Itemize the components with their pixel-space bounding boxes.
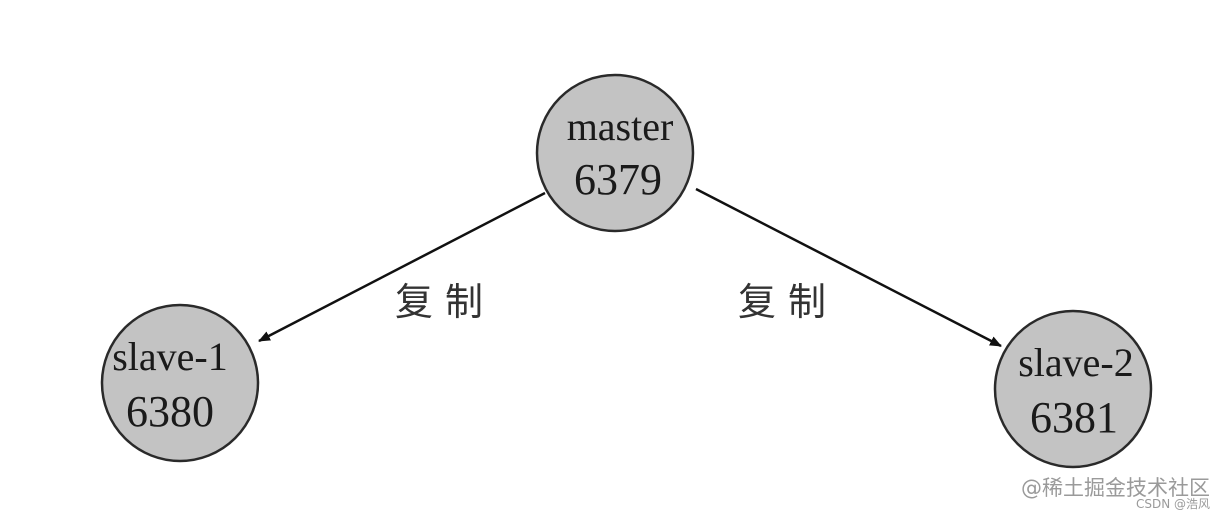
watermark-sub: CSDN @浩风 [1136,497,1210,511]
node-slave-1-port: 6380 [126,387,214,436]
node-slave-2-port: 6381 [1030,393,1118,442]
node-slave-1-circle [100,303,260,463]
node-master-port: 6379 [574,155,662,204]
node-master: master 6379 [535,73,695,233]
node-master-circle [535,73,695,233]
node-slave-1: slave-1 6380 [100,303,260,463]
edge-master-to-slave-1 [258,191,546,343]
watermark-main: @稀土掘金技术社区 [1021,476,1210,500]
edge-label-slave-2: 复制 [738,280,838,324]
edge-master-to-slave-2 [695,187,1002,348]
node-slave-2: slave-2 6381 [993,309,1153,469]
node-slave-2-circle [993,309,1153,469]
node-slave-2-name: slave-2 [1018,340,1134,385]
node-slave-1-name: slave-1 [112,334,228,379]
edge-label-slave-1: 复制 [395,280,495,324]
node-master-name: master [567,104,674,149]
